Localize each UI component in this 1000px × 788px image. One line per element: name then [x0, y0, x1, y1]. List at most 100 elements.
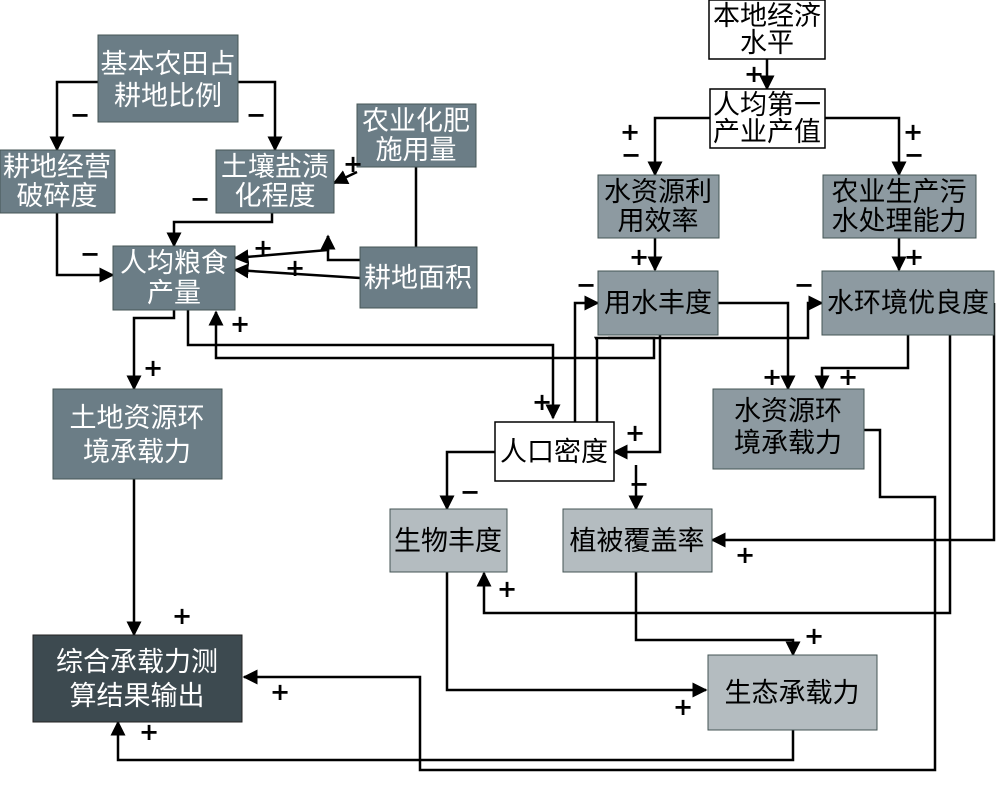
node-label-line: 基本农田占 [101, 49, 236, 80]
sign-minus: − [904, 141, 924, 169]
node-population-density: 人口密度 [494, 421, 615, 482]
node-label-line: 耕地比例 [114, 81, 222, 112]
node-water-capacity: 水资源环 境承载力 [712, 388, 865, 470]
node-primary-output: 人均第一 产业产值 [709, 88, 826, 149]
node-label-line: 水资源利 [604, 177, 712, 208]
node-label-line: 耕地经营 [3, 152, 111, 183]
edge-primary-sewage [825, 116, 907, 177]
node-water-env-quality: 水环境优良度 [821, 270, 995, 336]
node-comprehensive: 综合承载力测 算结果输出 [32, 634, 243, 723]
edge-primary-efficiency [647, 116, 710, 177]
node-label-line: 水资源环 [734, 396, 842, 427]
edge-farmland-fragmentation [49, 80, 98, 152]
sign-minus: − [621, 141, 641, 169]
node-label-line: 人均第一 [713, 90, 821, 121]
node-basic-farmland: 基本农田占 耕地比例 [97, 34, 239, 123]
sign-plus: + [735, 541, 755, 569]
node-label-line: 人均粮食 [120, 248, 228, 279]
edge-fertilizer-grain [320, 167, 418, 262]
sign-plus: + [253, 234, 273, 262]
sign-plus: + [270, 678, 290, 706]
sign-plus: + [629, 243, 649, 271]
sign-plus: + [804, 622, 824, 650]
sign-plus: + [838, 363, 858, 391]
node-label-line: 算结果输出 [70, 681, 205, 712]
node-eco-capacity: 生态承载力 [707, 654, 878, 731]
edge-fertilizer-salinization [332, 170, 358, 185]
sign-plus: + [625, 419, 645, 447]
node-label-line: 农业化肥 [362, 106, 470, 137]
edge-abundance-watercap [718, 301, 796, 391]
sign-plus: + [744, 60, 764, 88]
node-land-capacity: 土地资源环 境承载力 [52, 388, 223, 480]
node-label-line: 用效率 [618, 206, 699, 237]
edge-salinization-grain-side [233, 236, 330, 265]
edge-salinization-grain [166, 213, 274, 248]
node-label-line: 综合承载力测 [56, 647, 218, 678]
sign-minus: − [629, 470, 649, 498]
node-label-line: 本地经济 [713, 1, 821, 32]
node-fragmentation: 耕地经营 破碎度 [0, 149, 116, 214]
node-biodiversity: 生物丰度 [389, 508, 508, 573]
edge-population-grain [208, 310, 656, 422]
sign-plus: + [343, 150, 363, 178]
edge-grain-population [186, 310, 561, 420]
edge-population-abundance [573, 295, 600, 422]
sign-plus: + [230, 310, 250, 338]
edges [49, 59, 996, 772]
sign-plus: + [673, 693, 693, 721]
node-label-line: 产量 [147, 278, 201, 309]
sign-minus: − [576, 271, 596, 299]
node-label-line: 境承载力 [83, 437, 191, 468]
sign-plus: + [497, 575, 517, 603]
node-label-line: 水处理能力 [832, 206, 967, 237]
node-label-line: 施用量 [376, 135, 457, 166]
node-label-line: 水平 [740, 28, 794, 59]
sign-plus: + [904, 243, 924, 271]
sign-plus: + [143, 354, 163, 382]
nodes: 本地经济 水平 人均第一 产业产值 基本农田占 耕地比例 耕地经营 破碎度 土壤… [0, 0, 995, 731]
node-label-line: 土地资源环 [70, 403, 205, 434]
sign-plus: + [139, 718, 159, 746]
sign-plus: + [285, 254, 305, 282]
node-label-line: 耕地面积 [364, 263, 472, 294]
edge-signs: + + − + − − − + − − + + + + − − + + + + … [70, 60, 924, 746]
sign-plus: + [903, 118, 923, 146]
sign-minus: − [460, 478, 480, 506]
edge-abundance-population [612, 335, 662, 460]
node-vegetation: 植被覆盖率 [562, 508, 713, 573]
node-farmland-area: 耕地面积 [359, 246, 478, 309]
node-label-line: 水环境优良度 [827, 288, 989, 319]
sign-plus: + [762, 363, 782, 391]
edge-fragmentation-grain [55, 213, 115, 283]
sign-plus: + [620, 118, 640, 146]
edge-population-bio [439, 450, 495, 511]
sign-minus: − [246, 101, 266, 129]
node-label-line: 用水丰度 [604, 288, 712, 319]
node-label-line: 人口密度 [500, 437, 608, 468]
sign-plus: + [532, 388, 552, 416]
edge-area-grain [233, 263, 361, 280]
sign-minus: − [70, 101, 90, 129]
edge-vegetation-eco [634, 572, 801, 657]
node-salinization: 土壤盐渍 化程度 [215, 149, 335, 214]
edge-farmland-salinization [238, 80, 283, 152]
edge-quality-bio [476, 330, 952, 615]
node-water-efficiency: 水资源利 用效率 [597, 174, 720, 239]
edge-grain-land [126, 310, 176, 391]
node-label-line: 生物丰度 [394, 526, 502, 557]
node-label-line: 植被覆盖率 [570, 526, 705, 557]
node-water-abundance: 用水丰度 [597, 270, 719, 336]
edge-quality-watercap [814, 335, 910, 391]
node-local-economy: 本地经济 水平 [708, 0, 826, 60]
edge-eco-comprehensive [110, 720, 795, 762]
node-label-line: 生态承载力 [725, 678, 860, 709]
node-sewage-capacity: 农业生产污 水处理能力 [822, 174, 977, 239]
node-label-line: 产业产值 [713, 117, 821, 148]
node-fertilizer: 农业化肥 施用量 [356, 103, 477, 168]
edge-bio-eco [445, 572, 708, 698]
node-label-line: 境承载力 [734, 428, 842, 459]
sign-minus: − [794, 271, 814, 299]
node-grain-output: 人均粮食 产量 [112, 245, 236, 311]
